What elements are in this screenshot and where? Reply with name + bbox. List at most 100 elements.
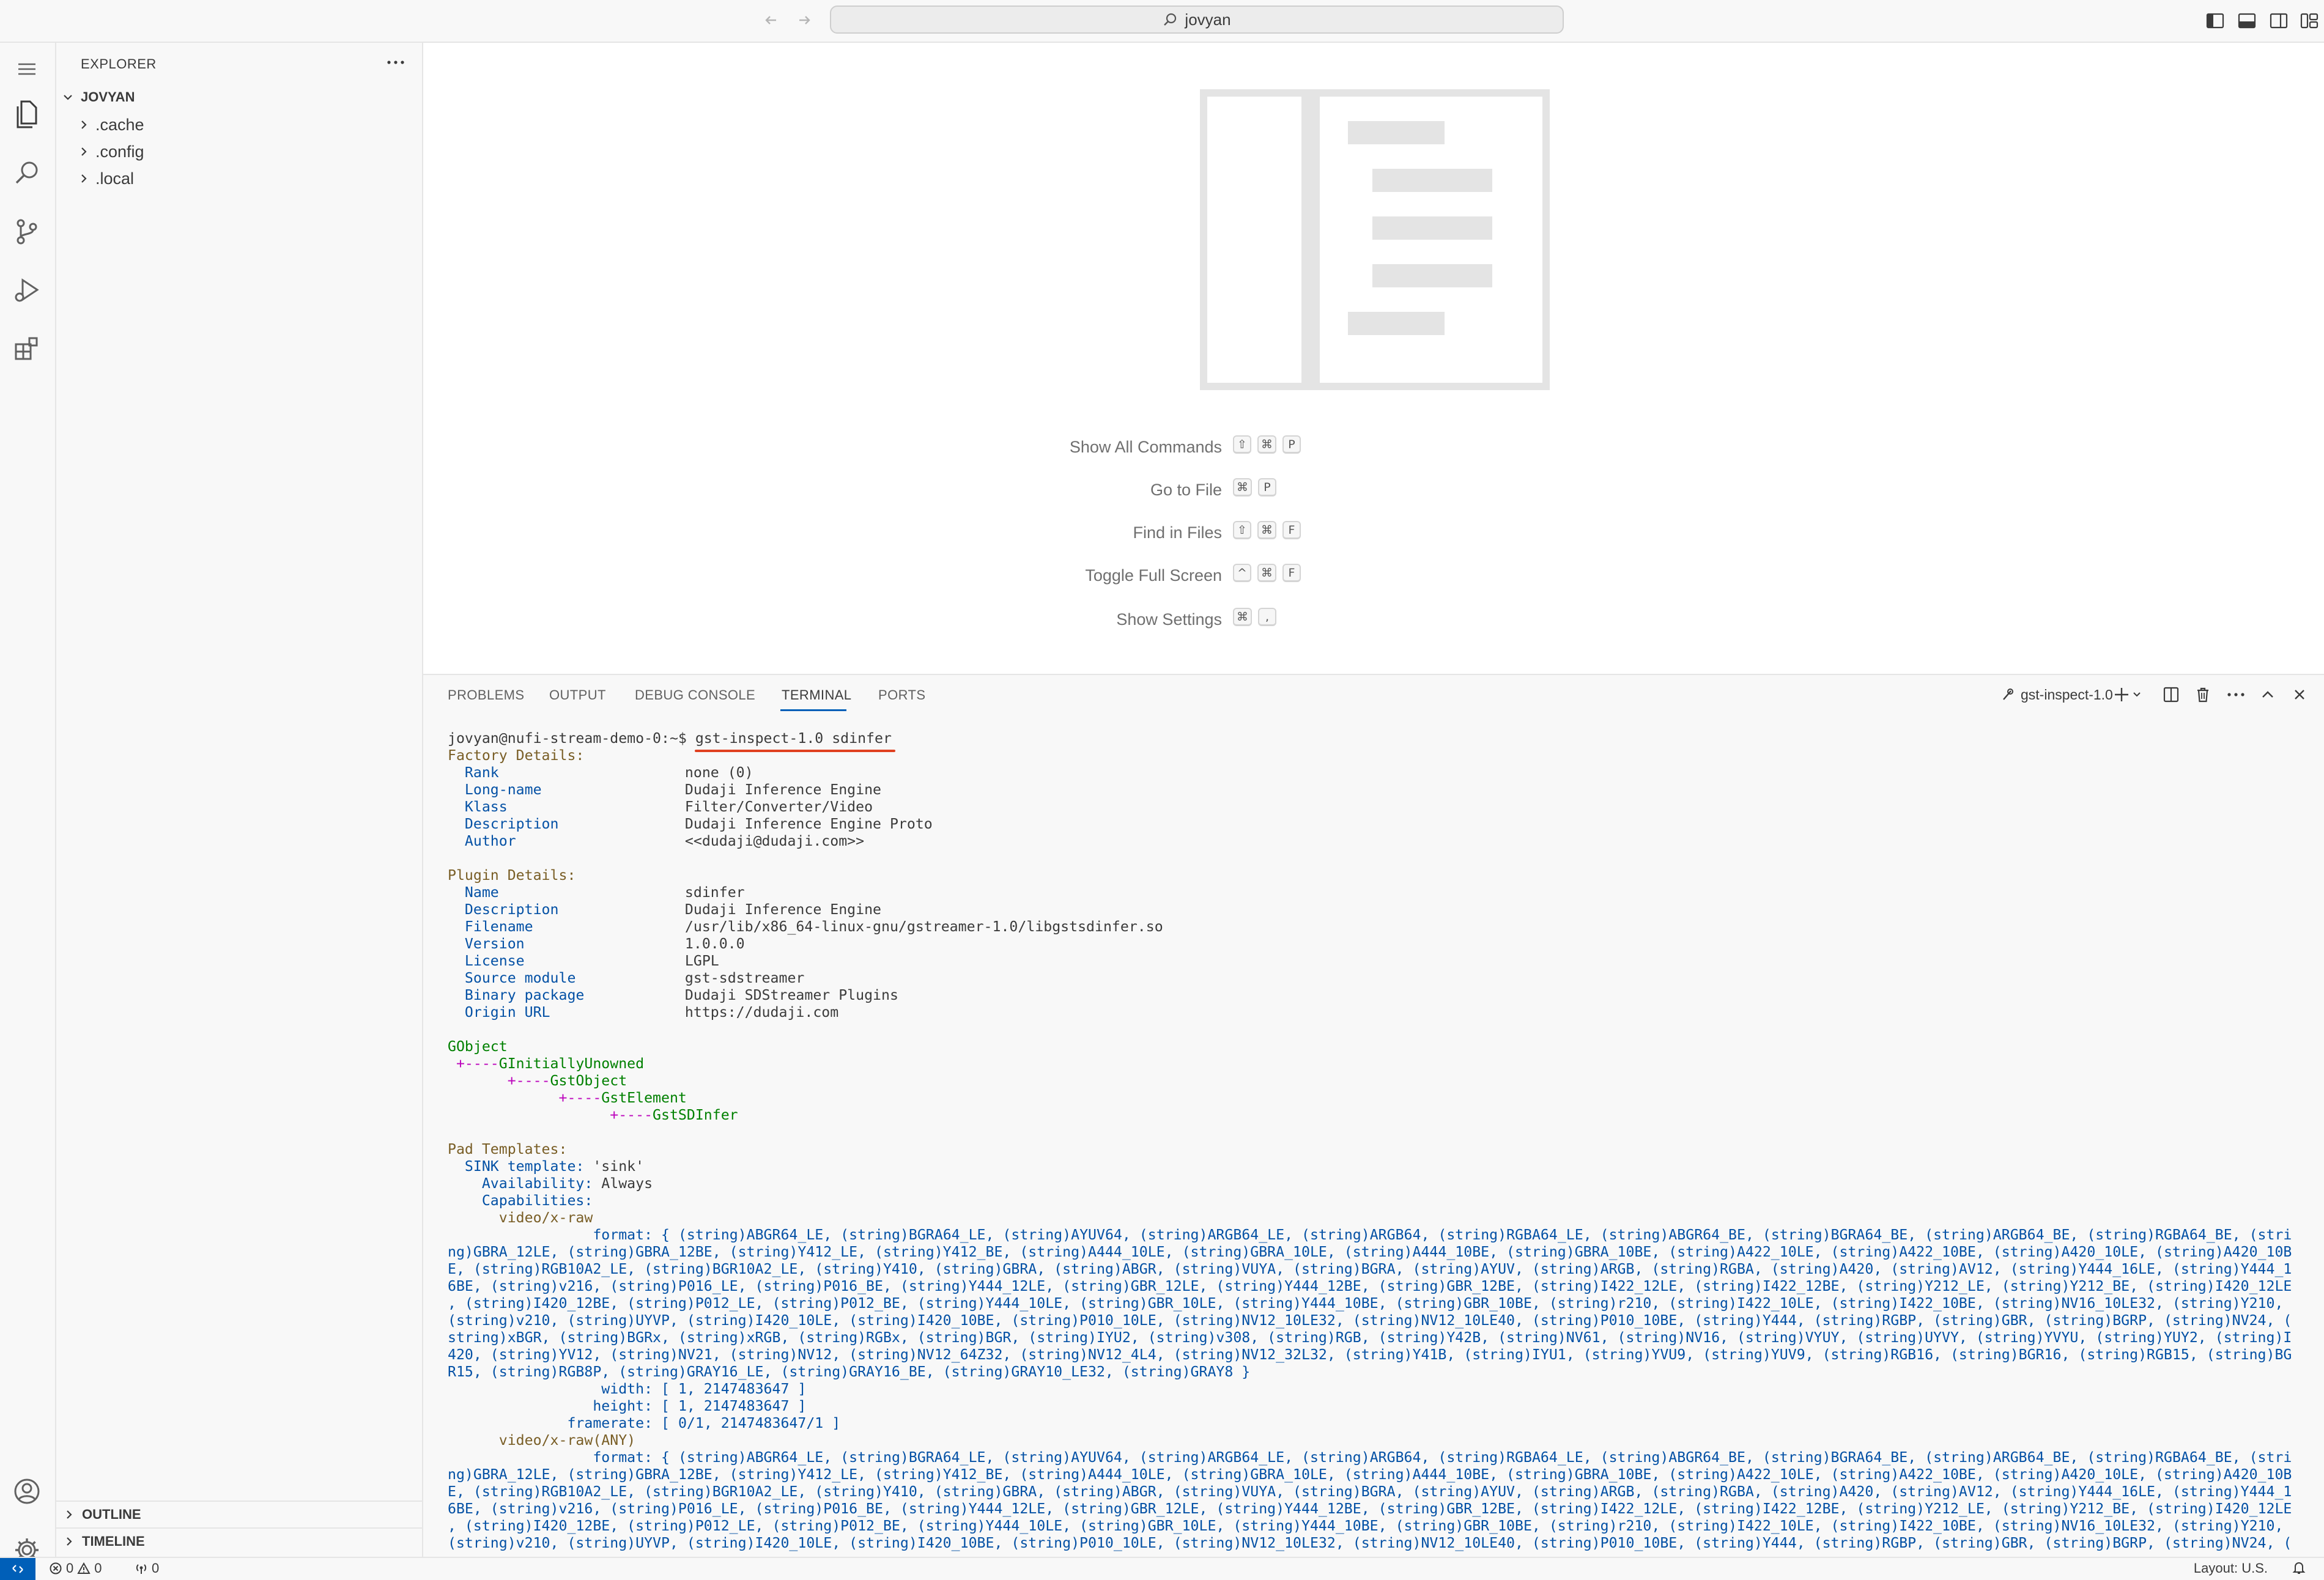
split-terminal-button[interactable]	[2159, 682, 2183, 707]
terminal-line: height: [ 1, 2147483647 ]	[448, 1398, 2313, 1415]
shortcut-find-in-files[interactable]: Find in Files ⇧ ⌘ F	[423, 521, 2324, 545]
keycap: ,	[1258, 608, 1276, 626]
panel-more-actions-button[interactable]	[2224, 682, 2248, 707]
timeline-section-header[interactable]: TIMELINE	[56, 1527, 422, 1554]
field-value: Dudaji Inference Engine Proto	[684, 816, 933, 832]
customize-layout-button[interactable]	[2297, 9, 2322, 33]
workspace-root-folder[interactable]: JOVYAN	[56, 84, 422, 110]
terminal-line: string)xBGR, (string)BGRx, (string)xRGB,…	[448, 1329, 2313, 1346]
remote-indicator-button[interactable]	[0, 1558, 35, 1580]
hierarchy-node: GstObject	[550, 1072, 627, 1089]
close-panel-button[interactable]	[2287, 682, 2312, 707]
field-value: [ 1, 2147483647 ]	[653, 1398, 807, 1414]
explorer-more-actions-button[interactable]	[380, 49, 411, 76]
shortcut-show-all-commands[interactable]: Show All Commands ⇧ ⌘ P	[423, 435, 2324, 460]
field-key: format:	[593, 1227, 653, 1243]
terminal-output[interactable]: jovyan@nufi-stream-demo-0:~$ gst-inspect…	[448, 730, 2313, 1556]
activity-search[interactable]	[0, 147, 54, 199]
tab-terminal[interactable]: TERMINAL	[782, 687, 852, 703]
tab-ports[interactable]: PORTS	[878, 687, 926, 703]
shortcut-show-settings[interactable]: Show Settings ⌘ ,	[423, 608, 2324, 632]
terminal-line-blank	[448, 1021, 2313, 1038]
activity-run-debug[interactable]	[0, 264, 54, 317]
error-icon	[50, 1562, 62, 1574]
layout-icon	[2300, 13, 2318, 29]
field-value: gst-sdstreamer	[684, 970, 805, 986]
tree-item-label: .config	[95, 142, 144, 161]
terminal-line: +----GInitiallyUnowned	[448, 1055, 2313, 1072]
toggle-secondary-sidebar-button[interactable]	[2267, 9, 2291, 33]
field-key: Description	[464, 901, 559, 918]
tree-item-local[interactable]: .local	[56, 165, 422, 192]
toggle-panel-button[interactable]	[2235, 9, 2259, 33]
search-icon	[1164, 13, 1177, 26]
format-value: (string)v210, (string)UYVP, (string)I420…	[448, 1535, 2292, 1551]
command-highlight-underline	[695, 750, 895, 752]
maximize-panel-button[interactable]	[2256, 682, 2280, 707]
tree-item-label: .local	[95, 169, 135, 188]
format-value: E, (string)RGB10A2_LE, (string)BGR10A2_L…	[448, 1261, 2292, 1277]
split-icon	[2163, 687, 2179, 703]
format-value: ng)GBRA_12LE, (string)GBRA_12BE, (string…	[448, 1244, 2292, 1260]
shortcut-label: Find in Files	[1133, 523, 1222, 542]
error-count: 0	[66, 1560, 74, 1576]
go-forward-button[interactable]	[790, 6, 818, 34]
format-value: { (string)ABGR64_LE, (string)BGRA64_LE, …	[653, 1449, 2292, 1466]
terminal-line: SINK template: 'sink'	[448, 1158, 2313, 1175]
terminal-line: width: [ 1, 2147483647 ]	[448, 1381, 2313, 1398]
terminal-line: 6BE, (string)v216, (string)P016_LE, (str…	[448, 1278, 2313, 1295]
section-header: Pad Templates:	[448, 1141, 568, 1157]
activity-accounts[interactable]	[0, 1465, 54, 1518]
keycap: ⌘	[1257, 435, 1276, 454]
hierarchy-node: GstElement	[601, 1090, 687, 1106]
terminal-line: format: { (string)ABGR64_LE, (string)BGR…	[448, 1449, 2313, 1466]
terminal-instance-label[interactable]: gst-inspect-1.0	[2000, 684, 2113, 706]
shortcut-label: Go to File	[1150, 481, 1222, 499]
format-value: E, (string)RGB10A2_LE, (string)BGR10A2_L…	[448, 1483, 2292, 1500]
bell-icon	[2292, 1562, 2306, 1574]
remote-icon	[12, 1565, 23, 1573]
terminal-line: (string)v210, (string)UYVP, (string)I420…	[448, 1312, 2313, 1329]
chevron-right-icon	[60, 1532, 78, 1551]
command-center-search[interactable]: jovyan	[830, 6, 1564, 34]
activity-explorer[interactable]	[0, 88, 54, 141]
activity-source-control[interactable]	[0, 205, 54, 258]
shortcut-toggle-full-screen[interactable]: Toggle Full Screen ^ ⌘ F	[423, 564, 2324, 588]
terminal-line: E, (string)RGB10A2_LE, (string)BGR10A2_L…	[448, 1261, 2313, 1278]
chevron-right-icon	[60, 1505, 78, 1524]
field-value: [ 1, 2147483647 ]	[653, 1381, 807, 1397]
keyboard-layout-status[interactable]: Layout: U.S.	[2193, 1560, 2268, 1576]
hierarchy-branch: +----	[498, 1072, 550, 1089]
problems-status[interactable]: 0 0	[49, 1560, 102, 1576]
terminal-line: Author<<dudaji@dudaji.com>>	[448, 833, 2313, 850]
shortcut-go-to-file[interactable]: Go to File ⌘ P	[423, 478, 2324, 503]
panel-bottom-icon	[2238, 13, 2256, 29]
terminal-line: 420, (string)YV12, (string)NV21, (string…	[448, 1346, 2313, 1364]
outline-section-header[interactable]: OUTLINE	[56, 1501, 422, 1527]
tab-output[interactable]: OUTPUT	[549, 687, 606, 703]
keycap: P	[1282, 435, 1301, 454]
hierarchy-node: GInitiallyUnowned	[498, 1055, 645, 1072]
new-terminal-button[interactable]	[2110, 682, 2149, 707]
activity-extensions[interactable]	[0, 323, 54, 375]
tree-item-config[interactable]: .config	[56, 138, 422, 165]
ellipsis-icon	[2227, 693, 2244, 696]
go-back-button[interactable]	[757, 6, 785, 34]
format-value: string)xBGR, (string)BGRx, (string)xRGB,…	[448, 1329, 2292, 1346]
section-header: Plugin Details:	[448, 867, 576, 884]
toggle-primary-sidebar-button[interactable]	[2203, 9, 2227, 33]
tab-problems[interactable]: PROBLEMS	[448, 687, 525, 703]
tab-debug-console[interactable]: DEBUG CONSOLE	[635, 687, 756, 703]
ports-status[interactable]: 0	[135, 1560, 159, 1576]
terminal-line-prompt: jovyan@nufi-stream-demo-0:~$ gst-inspect…	[448, 730, 2313, 747]
notifications-button[interactable]	[2292, 1560, 2306, 1579]
menu-button[interactable]	[0, 43, 54, 95]
keycap: F	[1282, 521, 1301, 539]
kill-terminal-button[interactable]	[2191, 682, 2215, 707]
editor-area: Show All Commands ⇧ ⌘ P Go to File ⌘ P F…	[423, 43, 2324, 673]
hierarchy-branch: +----	[601, 1107, 653, 1123]
tree-item-cache[interactable]: .cache	[56, 111, 422, 138]
